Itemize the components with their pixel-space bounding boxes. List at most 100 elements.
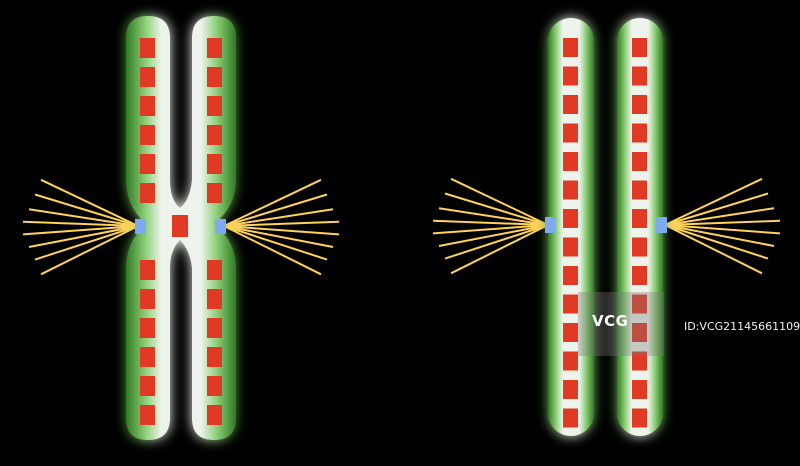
band [632,66,647,86]
band [207,376,222,396]
spindle-fiber [664,177,763,226]
band [140,318,155,338]
spindle-fiber [223,193,328,227]
spindle-fiber [438,207,549,226]
band [632,408,647,428]
band [207,154,222,174]
band [207,405,222,425]
band [563,237,578,257]
kinetochore-left-b [215,219,226,234]
kinetochore-left-a [135,219,146,234]
band [140,96,155,116]
band [207,38,222,58]
band [632,323,647,342]
kinetochore-right-b [656,217,667,233]
band [563,351,578,371]
band [632,209,647,228]
band [563,180,578,200]
band [563,95,578,114]
spindle-fiber [664,224,763,275]
band [632,351,647,371]
band [632,180,647,200]
spindle-fiber [22,225,139,236]
watermark: VCG ID:VCG211456611094 [578,292,800,356]
band [140,67,155,87]
band [632,266,647,285]
spindle-fiber [432,224,549,235]
band [140,183,155,203]
spindle-fiber [223,225,340,236]
spindle-fiber [223,225,334,248]
spindle-fiber [223,208,334,227]
spindle-fibers-left-a [22,178,139,276]
chromosome-bands-right [563,38,647,428]
band [140,376,155,396]
spindle-fiber [450,177,549,226]
spindle-fiber [28,208,139,227]
band [140,289,155,309]
watermark-backdrop [578,292,664,356]
band [207,347,222,367]
watermark-id: ID:VCG211456611094 [684,320,800,333]
spindle-fiber [223,225,328,261]
band [207,67,222,87]
spindle-fiber [664,224,775,247]
duplicated-chromosome [22,16,340,440]
band [632,237,647,257]
band [563,152,578,171]
band [140,154,155,174]
spindle-fiber [438,224,549,247]
spindle-fibers-left-b [223,178,340,276]
band [207,125,222,145]
band [632,95,647,114]
band [563,66,578,86]
kinetochore-right-a [545,217,556,233]
band [207,260,222,280]
spindle-fiber [444,224,549,260]
band [563,323,578,342]
separated-chromatids [432,18,781,436]
spindle-fiber [664,219,781,226]
band [140,260,155,280]
band [563,123,578,143]
band [632,152,647,171]
spindle-fiber [28,225,139,248]
chromosome-bands-left [140,38,222,425]
spindle-fibers-right-a [432,177,549,275]
spindle-fiber [664,224,781,235]
band [632,123,647,143]
band [140,38,155,58]
band [563,408,578,428]
band [563,294,578,314]
band [563,266,578,285]
centromere-left [172,215,188,237]
band [140,125,155,145]
band [632,38,647,57]
band [563,38,578,57]
spindle-fiber [22,220,139,227]
band [632,380,647,399]
spindle-fiber [444,192,549,226]
band [563,380,578,399]
spindle-fibers-right-b [664,177,781,275]
vcg-logo-icon: VCG [592,312,629,330]
band [632,294,647,314]
band [207,96,222,116]
band [207,318,222,338]
band [140,405,155,425]
spindle-fiber [40,225,139,276]
spindle-fiber [664,192,769,226]
band [207,183,222,203]
spindle-fiber [223,225,322,276]
spindle-fiber [223,178,322,227]
spindle-fiber [223,220,340,227]
spindle-fiber [34,225,139,261]
band [563,209,578,228]
spindle-fiber [432,219,549,226]
spindle-fiber [450,224,549,275]
spindle-fiber [664,224,769,260]
band [140,347,155,367]
spindle-fiber [664,207,775,226]
spindle-fiber [34,193,139,227]
